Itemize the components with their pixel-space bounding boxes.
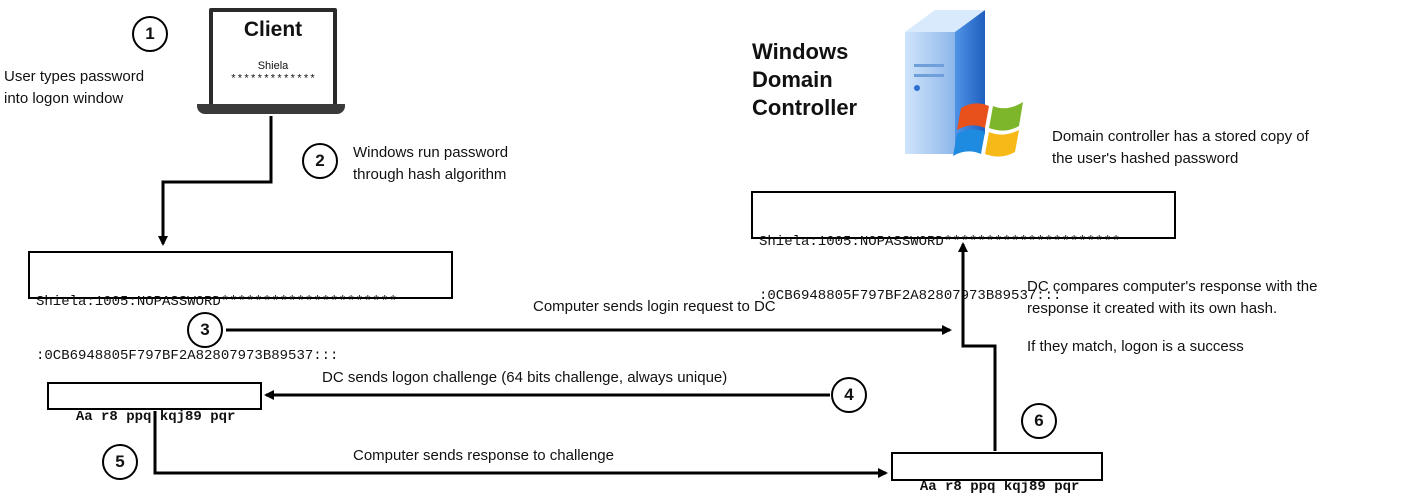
step-1-line1: User types password [4,68,145,85]
arrow-hash-to-client-box [158,116,273,246]
step-5-number: 5 [115,452,125,471]
dc-note-line2: the user's hashed password [1052,150,1239,167]
dc-title-line3: Controller [752,95,858,120]
step-4-badge: 4 [831,377,867,413]
dc-challenge-box: Aa r8 ppq kqj89 pqr [891,452,1103,495]
step-1-line2: into logon window [4,90,124,107]
laptop-screen: Client Shiela ************* [209,8,337,108]
step-1-number: 1 [145,24,155,43]
step-3-badge: 3 [187,312,223,348]
step-3-label: Computer sends login request to DC [533,298,776,315]
dc-title-line1: Windows [752,39,849,64]
step-6-line1: DC compares computer's response with the [1027,278,1318,295]
step-5-label: Computer sends response to challenge [353,447,614,464]
step-2-line1: Windows run password [353,144,509,161]
dc-hash-line1: Shiela:1005:NOPASSWORD******************… [759,234,1121,250]
step-3-number: 3 [200,320,210,339]
client-hash-box: Shiela:1005:NOPASSWORD******************… [28,251,453,364]
windows-logo-icon [953,102,1023,157]
dc-title: Windows Domain Controller [752,38,857,122]
client-username: Shiela [257,60,289,72]
dc-hash-line2: :0CB6948805F797BF2A82807973B89537::: [759,288,1062,304]
dc-title-line2: Domain [752,67,833,92]
client-hash-line1: Shiela:1005:NOPASSWORD******************… [36,294,398,310]
step-1-badge: 1 [132,16,168,52]
step-6-line3: If they match, logon is a success [1027,338,1244,355]
dc-hash-box: Shiela:1005:NOPASSWORD******************… [751,191,1176,304]
client-password-mask: ************* [230,74,316,86]
client-title: Client [243,18,303,41]
client-challenge-value: Aa r8 ppq kqj89 pqr [75,409,236,425]
arrow-challenge-response [153,411,888,478]
step-2-badge: 2 [302,143,338,179]
step-6-badge: 6 [1021,403,1057,439]
step-2-text: Windows run password through hash algori… [353,142,508,186]
step-1-text: User types password into logon window [4,66,144,110]
client-challenge-box: Aa r8 ppq kqj89 pqr [47,382,262,425]
step-2-line2: through hash algorithm [353,166,507,183]
step-2-number: 2 [315,151,325,170]
client-hash-line2: :0CB6948805F797BF2A82807973B89537::: [36,348,339,364]
step-6-line2: response it created with its own hash. [1027,300,1278,317]
arrow-dc-compare [958,242,997,451]
step-6-number: 6 [1034,411,1044,430]
laptop-base [197,104,345,114]
dc-challenge-value: Aa r8 ppq kqj89 pqr [919,479,1080,495]
step-4-number: 4 [844,385,854,404]
laptop-icon: Client Shiela ************* [197,8,347,116]
step-5-badge: 5 [102,444,138,480]
step-4-label: DC sends logon challenge (64 bits challe… [322,369,728,386]
dc-note: Domain controller has a stored copy of t… [1052,126,1309,170]
step-6-text: DC compares computer's response with the… [1027,276,1318,358]
dc-note-line1: Domain controller has a stored copy of [1052,128,1309,145]
